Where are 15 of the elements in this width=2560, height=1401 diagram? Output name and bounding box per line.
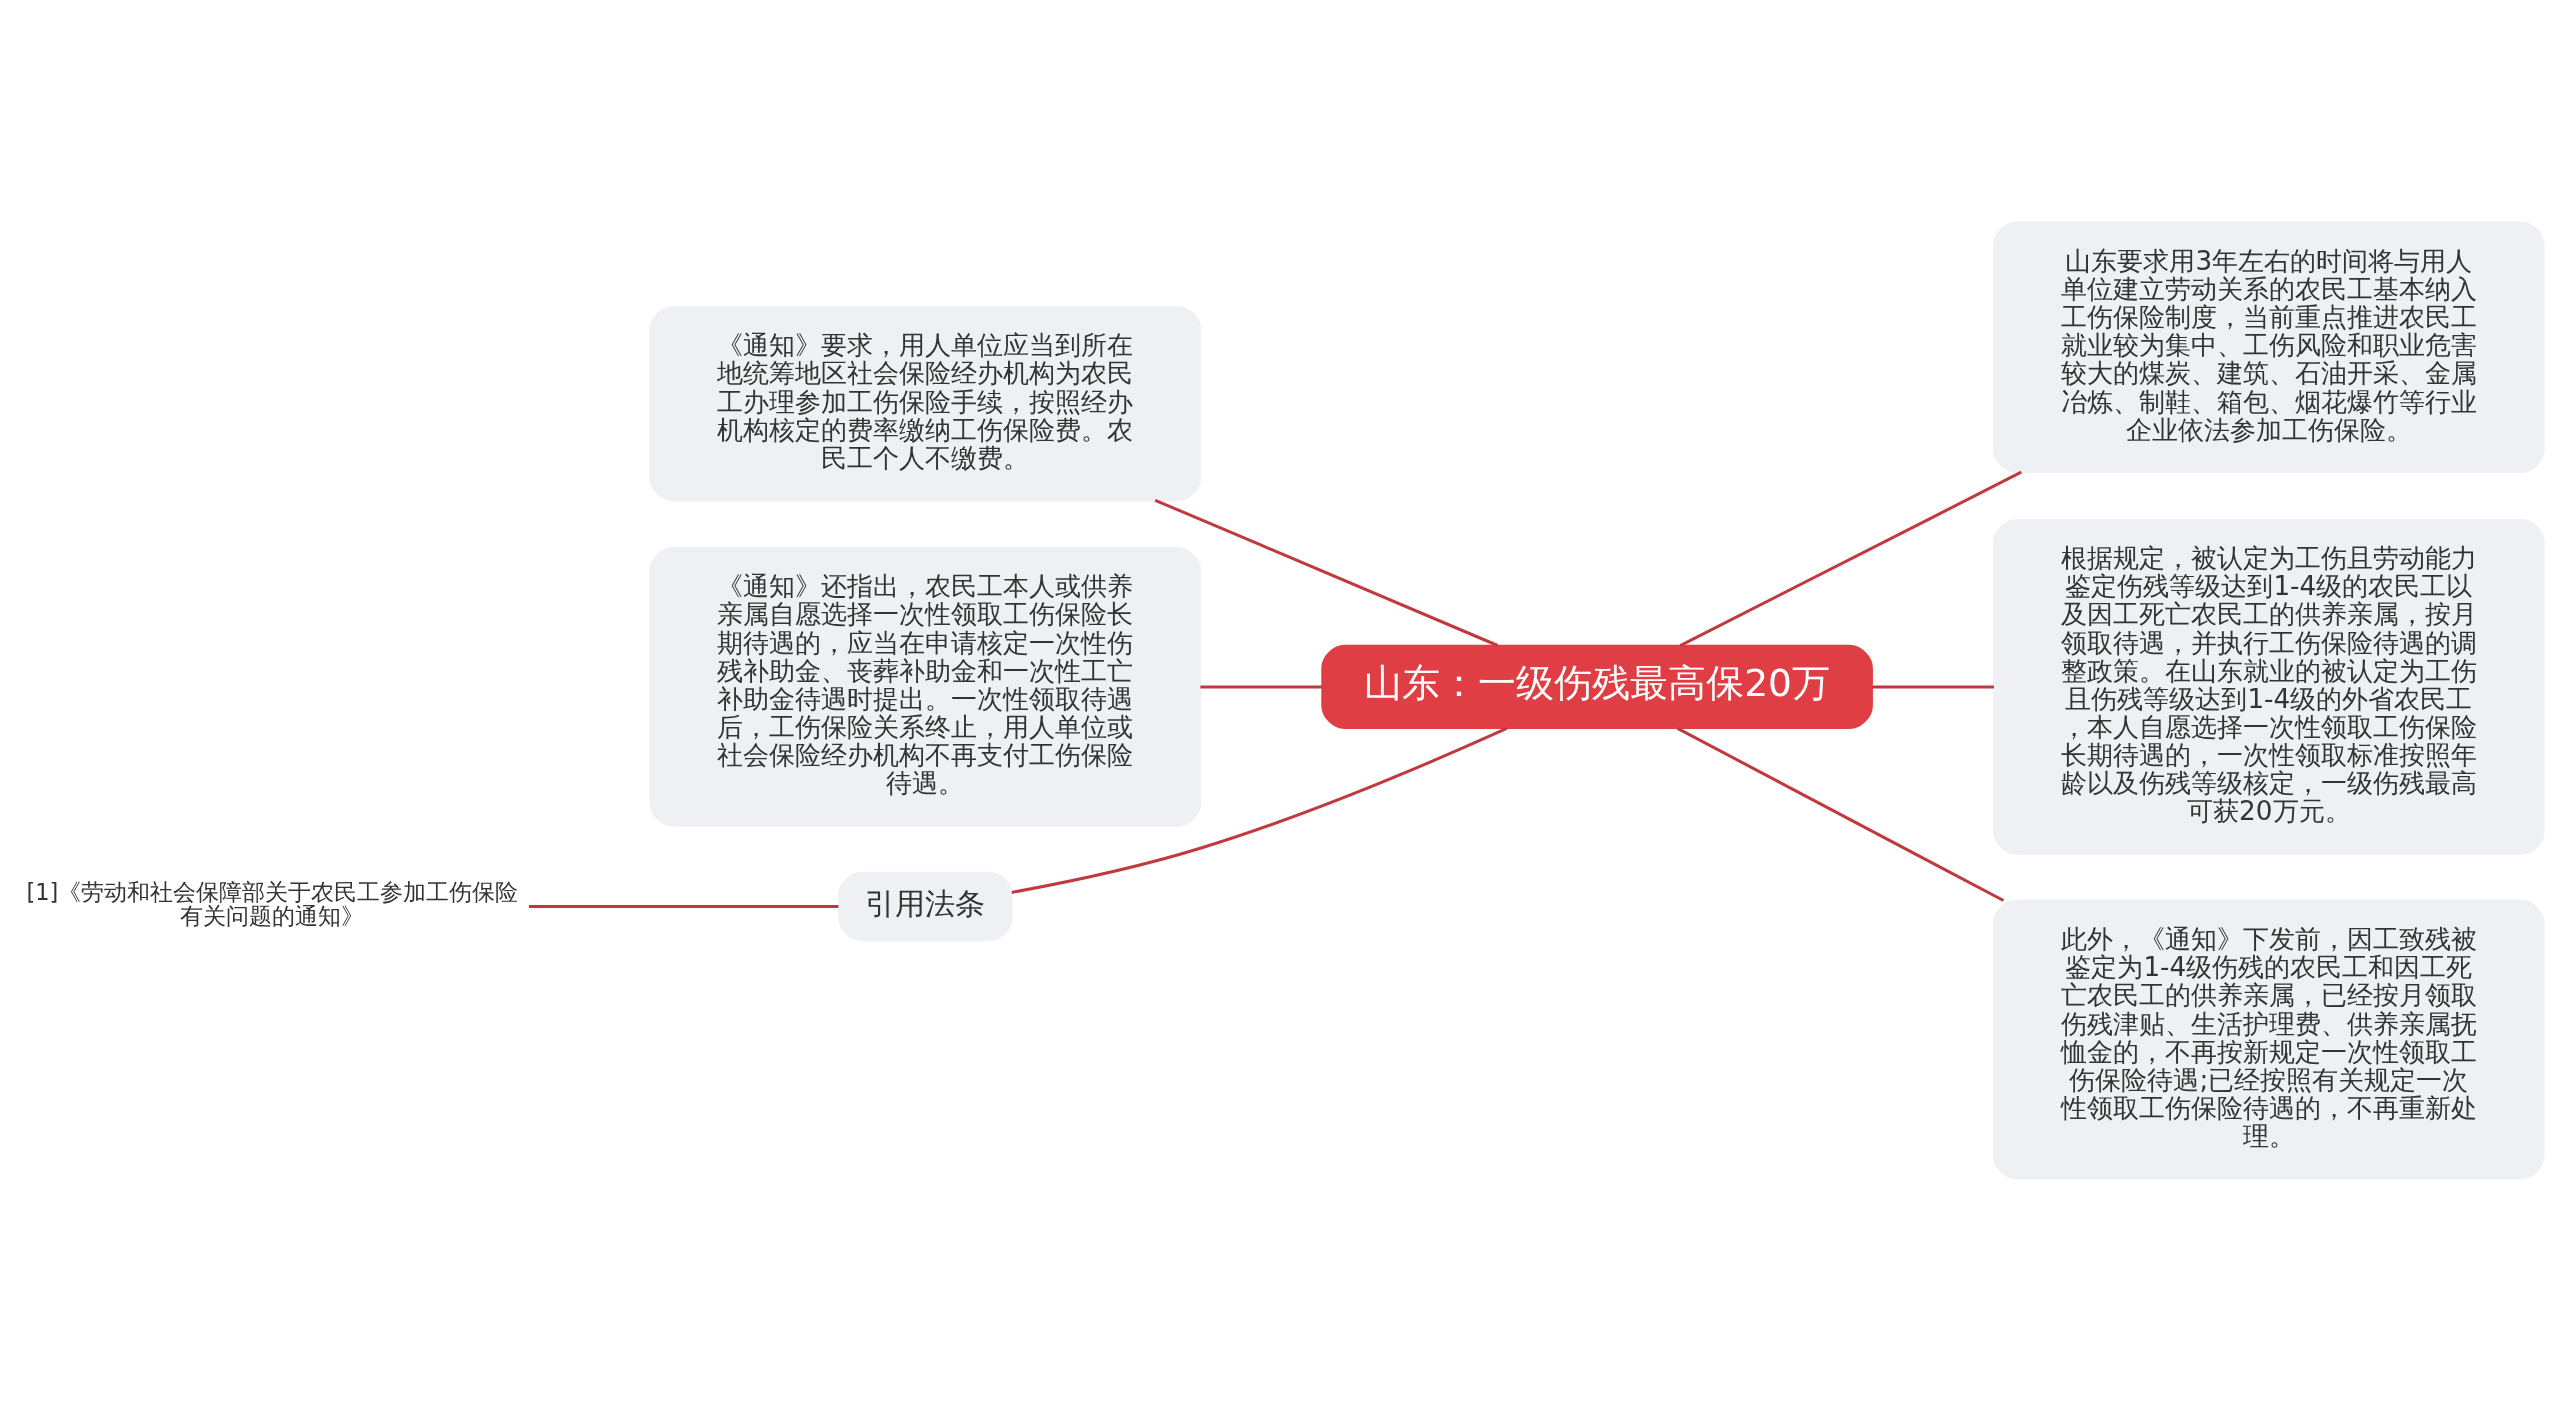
connector bbox=[529, 904, 839, 908]
node-box: 引用法条 bbox=[838, 871, 1013, 942]
node-text: [1]《劳动和社会保障部关于农民工参加工伤保险有关问题的通知》 bbox=[26, 879, 519, 930]
node-box: 山东：一级伤残最高保20万 bbox=[1321, 644, 1873, 730]
connector bbox=[1676, 727, 2005, 902]
node-box: 山东要求用3年左右的时间将与用人单位建立劳动关系的农民工基本纳入工伤保险制度，当前重点推进农民工就业较为集中、工伤风险和职业危害较大的煤炭、建筑、石油开采、金属冶炼、制鞋、箱包、烟花爆竹等行业企业依法参加工伤保险。 bbox=[1993, 221, 2545, 473]
node-box: 《通知》要求，用人单位应当到所在地统筹地区社会保险经办机构为农民工办理参加工伤保险手续，按照经办机构核定的费率缴纳工伤保险费。农民工个人不缴费。 bbox=[649, 306, 1202, 502]
connector bbox=[1154, 498, 1499, 647]
connector bbox=[1872, 685, 1994, 689]
node-box: 此外，《通知》下发前，因工致残被鉴定为1-4级伤残的农民工和因工死亡农民工的供养亲属，已经按月领取伤残津贴、生活护理费、供养亲属抚恤金的，不再按新规定一次性领取工伤保险待遇;已经按照有关规定一次性领取工伤保险待遇的，不再重新处理。 bbox=[1993, 899, 2545, 1180]
node-box: 根据规定，被认定为工伤且劳动能力鉴定伤残等级达到1-4级的农民工以及因工死亡农民工的供养亲属，按月领取待遇，并执行工伤保险待遇的调整政策。在山东就业的被认定为工伤且伤残等级达到1-4级的外省农民工，本人自愿选择一次性领取工伤保险长期待遇的，一次性领取标准按照年龄以及伤残等级核定，一级伤残最高可获20万元。 bbox=[1993, 518, 2545, 855]
connector bbox=[1679, 470, 2022, 647]
connector bbox=[1200, 685, 1323, 689]
connector bbox=[1011, 727, 1508, 894]
node-box: 《通知》还指出，农民工本人或供养亲属自愿选择一次性领取工伤保险长期待遇的，应当在申请核定一次性伤残补助金、丧葬补助金和一次性工亡补助金待遇时提出。一次性领取待遇后，工伤保险关系终止，用人单位或社会保险经办机构不再支付工伤保险待遇。 bbox=[649, 547, 1202, 827]
